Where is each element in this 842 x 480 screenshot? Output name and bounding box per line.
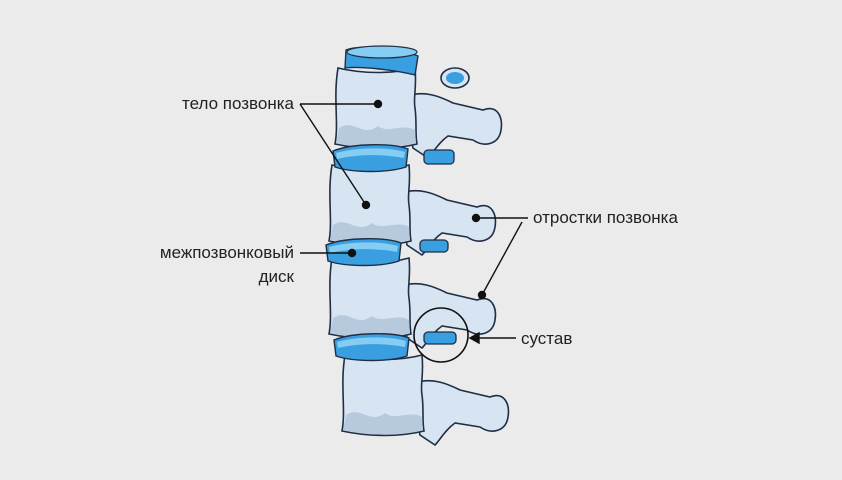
facet-top [440,67,470,89]
joint-circle [413,307,469,363]
label-vertebral-body: тело позвонка [182,94,294,113]
vertebra-4 [341,354,510,446]
label-disc-line1: межпозвонковый [159,243,294,262]
intervertebral-disc-2 [325,238,402,267]
intervertebral-disc-1 [332,144,409,173]
leader-lines [299,99,528,345]
label-joint: сустав [521,329,573,348]
label-processes: отростки позвонка [533,208,678,227]
label-disc-line2: диск [258,267,294,286]
facet-joints [419,149,457,345]
vertebra-1 [334,67,503,159]
top-disc [344,45,419,76]
intervertebral-disc-3 [333,333,410,362]
